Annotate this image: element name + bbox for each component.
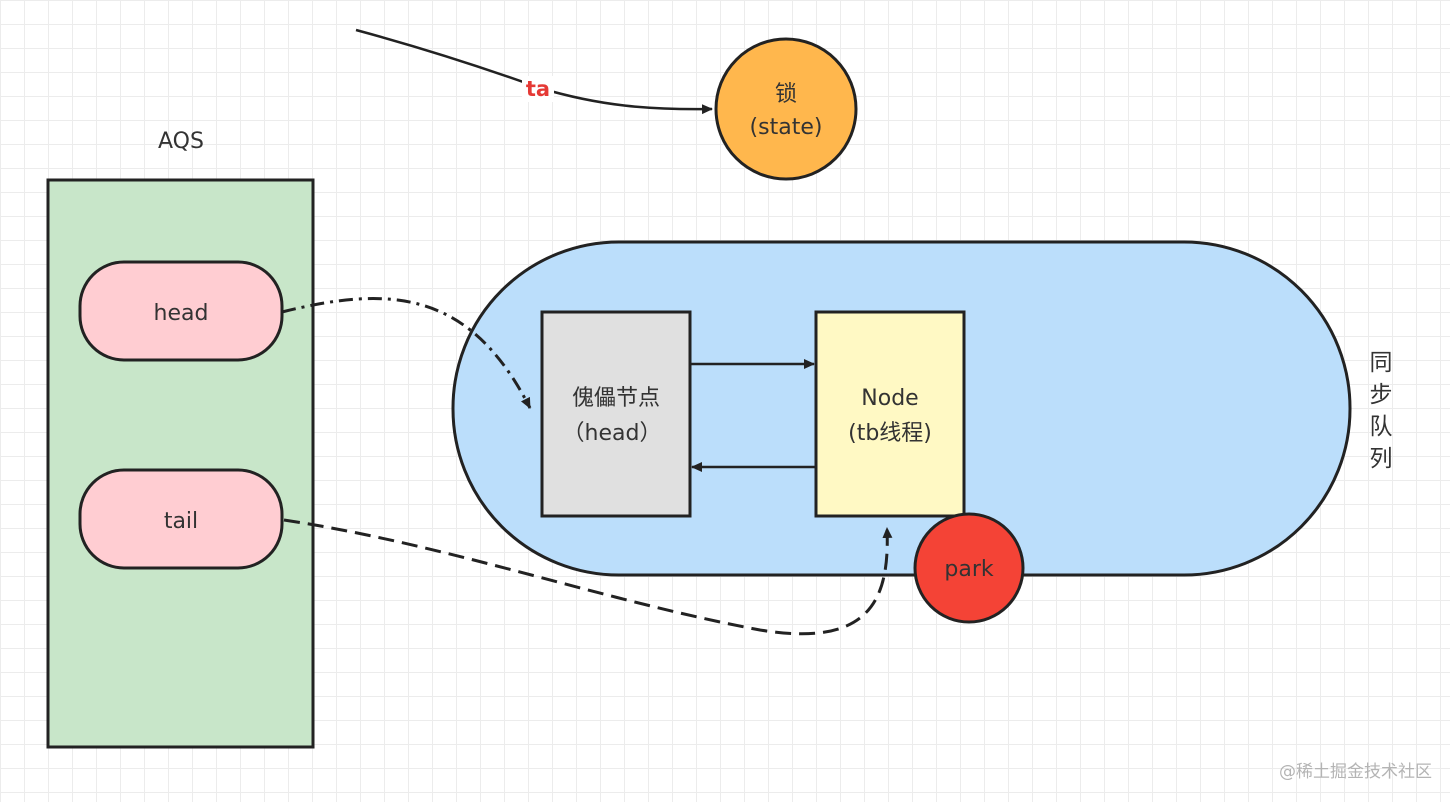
tail-field-label: tail [164, 509, 198, 534]
head-pointer-arrow [281, 297, 532, 409]
queue-label-char-4: 列 [1370, 446, 1393, 472]
lock-state-label: (state) [750, 115, 823, 140]
queue-label-char-3: 队 [1370, 414, 1393, 440]
thread-ta-label-bg [522, 76, 554, 102]
tb-node-line1: Node [861, 386, 918, 411]
dummy-node-line2: （head） [563, 421, 662, 446]
lock-state-circle [714, 37, 858, 181]
aqs-title: AQS [158, 129, 204, 154]
lock-label: 锁 [775, 82, 797, 107]
dummy-head-node [540, 310, 692, 518]
queue-label-char-1: 同 [1370, 350, 1393, 376]
thread-ta-label: ta [526, 77, 550, 101]
tb-thread-node [814, 310, 966, 518]
watermark: @稀土掘金技术社区 [1279, 762, 1432, 782]
tail-field-pill [78, 468, 284, 570]
head-field-label: head [154, 301, 209, 326]
tail-pointer-arrow [283, 518, 893, 636]
park-label: park [944, 557, 993, 582]
park-circle [913, 512, 1025, 624]
queue-label-char-2: 步 [1370, 382, 1393, 408]
tb-node-line2: (tb线程) [848, 421, 932, 446]
dummy-node-line1: 傀儡节点 [572, 386, 660, 411]
